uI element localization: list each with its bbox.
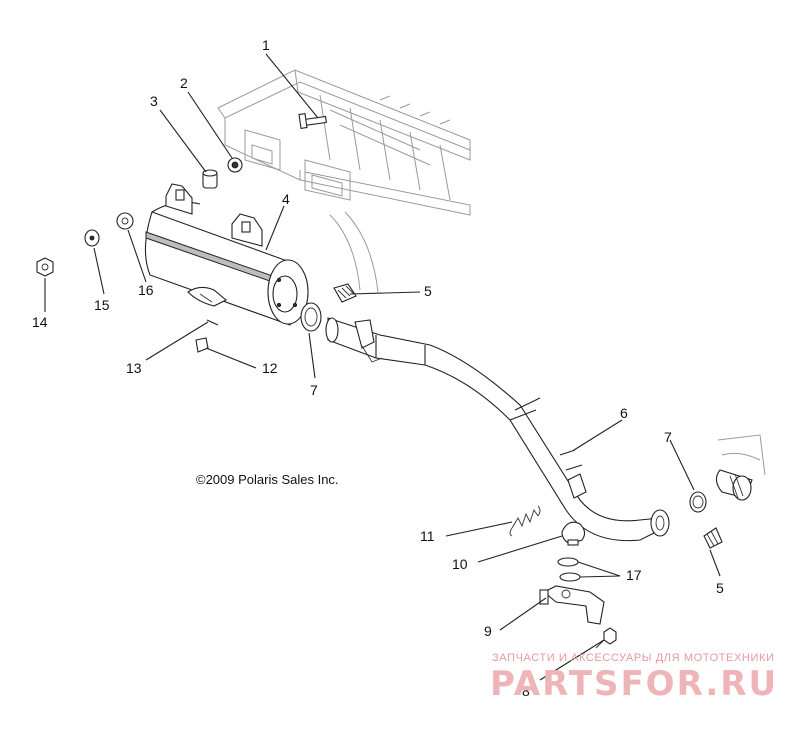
callout-13: 13 bbox=[126, 360, 142, 376]
callout-2: 2 bbox=[180, 75, 188, 91]
spring-11 bbox=[509, 505, 541, 537]
washers-17 bbox=[557, 557, 581, 582]
callout-8: 8 bbox=[522, 683, 530, 699]
callout-7-left: 7 bbox=[310, 382, 318, 398]
gasket-7-right bbox=[689, 491, 707, 513]
callout-7-right: 7 bbox=[664, 429, 672, 445]
callout-labels: 1 2 3 4 5 5 6 7 7 8 9 10 11 12 13 14 15 … bbox=[32, 37, 724, 699]
nut-14 bbox=[36, 257, 54, 277]
callout-10: 10 bbox=[452, 556, 468, 572]
callout-5-left: 5 bbox=[424, 283, 432, 299]
callout-9: 9 bbox=[484, 623, 492, 639]
sleeve-3 bbox=[202, 169, 218, 189]
callout-17: 17 bbox=[626, 567, 642, 583]
washer-15 bbox=[84, 229, 100, 247]
callout-14: 14 bbox=[32, 314, 48, 330]
callout-12: 12 bbox=[262, 360, 278, 376]
callout-16: 16 bbox=[138, 282, 154, 298]
watermark-tagline: ЗАПЧАСТИ И АКСЕССУАРЫ ДЛЯ МОТОТЕХНИКИ bbox=[492, 652, 774, 664]
head-pipe bbox=[325, 317, 670, 542]
frame-rails bbox=[217, 69, 471, 293]
callout-11: 11 bbox=[420, 528, 435, 544]
watermark-logo: PARTSFOR.RU bbox=[490, 664, 778, 704]
callout-4: 4 bbox=[282, 191, 290, 207]
callout-1: 1 bbox=[262, 37, 270, 53]
watermark: ЗАПЧАСТИ И АКСЕССУАРЫ ДЛЯ МОТОТЕХНИКИ PA… bbox=[490, 652, 778, 704]
callout-15: 15 bbox=[94, 297, 110, 313]
callout-3: 3 bbox=[150, 93, 158, 109]
bolt-8 bbox=[595, 627, 617, 649]
leader-lines bbox=[44, 53, 721, 681]
clip-12 bbox=[195, 337, 209, 353]
muffler bbox=[144, 183, 309, 326]
nut-2 bbox=[227, 157, 243, 173]
callout-5-right: 5 bbox=[716, 580, 724, 596]
bolt-1 bbox=[298, 113, 327, 129]
cap-10 bbox=[561, 521, 586, 546]
copyright-text: ©2009 Polaris Sales Inc. bbox=[196, 472, 339, 487]
bracket-9 bbox=[539, 585, 605, 625]
spring-5-left bbox=[333, 283, 357, 303]
pin-13 bbox=[206, 319, 219, 326]
grommet-16 bbox=[116, 212, 134, 230]
callout-6: 6 bbox=[620, 405, 628, 421]
spring-5-right bbox=[703, 527, 723, 549]
frame-rear-fragment bbox=[715, 434, 766, 501]
gasket-7-left bbox=[300, 302, 322, 332]
